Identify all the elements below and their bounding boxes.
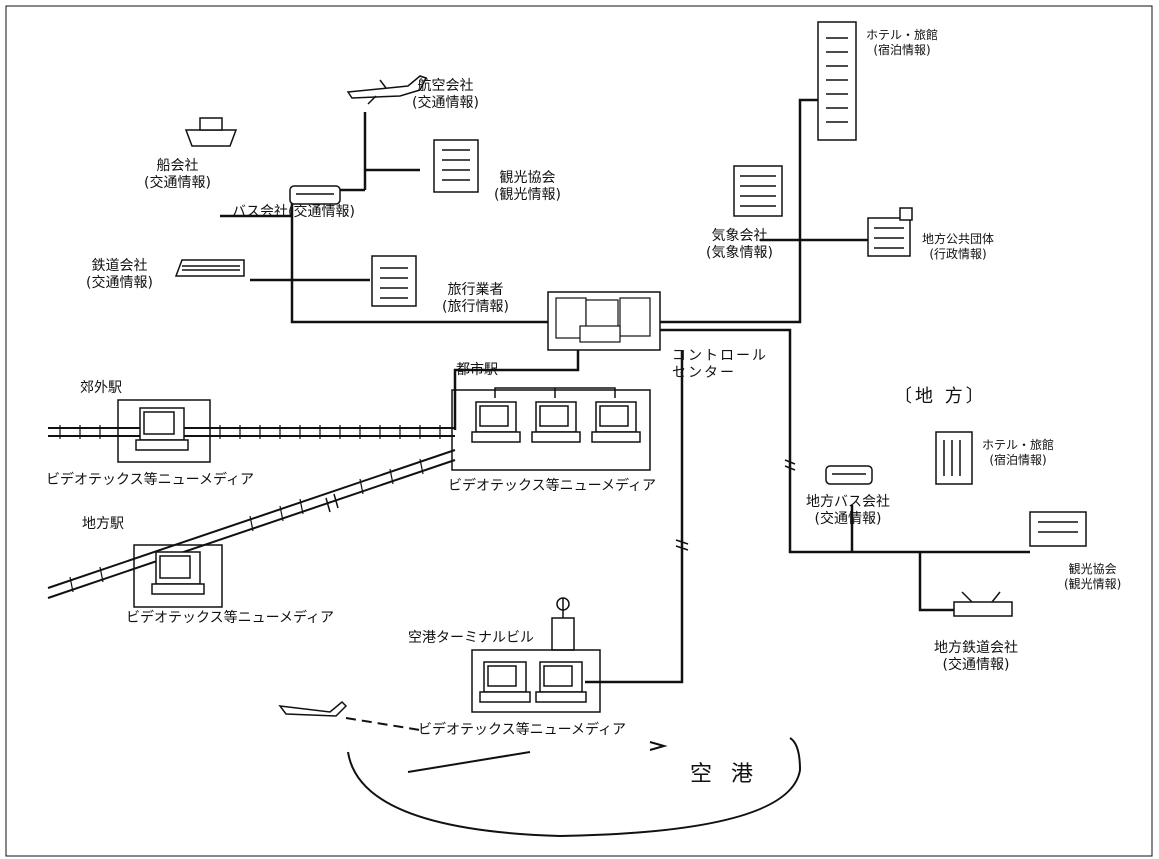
terminal-city-1 — [472, 402, 520, 442]
link-airport-terminal — [585, 350, 682, 682]
label-local-tourism: 観光協会(観光情報) — [1064, 562, 1121, 592]
terminal-city-2 — [532, 402, 580, 442]
rail-track-suburban — [48, 428, 455, 436]
label-city-station: 都市駅 — [456, 362, 498, 379]
label-regional-station-media: ビデオテックス等ニューメディア — [126, 610, 334, 627]
label-airport-terminal: 空港ターミナルビル — [408, 630, 534, 647]
hotel-region-building-icon — [936, 432, 972, 484]
departing-airplane-icon — [280, 702, 346, 716]
terminal-icons — [136, 402, 640, 702]
label-travel-agent: 旅行業者(旅行情報) — [442, 282, 509, 316]
control-tower-icon — [552, 598, 574, 650]
label-weather: 気象会社(気象情報) — [706, 228, 773, 262]
bus-icon — [290, 186, 340, 204]
weather-building-icon — [734, 166, 782, 216]
label-suburban-station-media: ビデオテックス等ニューメディア — [46, 472, 254, 489]
ship-icon — [186, 118, 236, 146]
server-cluster-icon — [556, 298, 650, 342]
rail-ties — [60, 425, 440, 592]
travel-agent-building-icon — [372, 256, 416, 306]
label-regional-station: 地方駅 — [82, 516, 124, 533]
terminal-regional — [152, 552, 204, 594]
label-control-center: コントロールセンター — [672, 348, 768, 382]
label-hotel-top: ホテル・旅館(宿泊情報) — [866, 28, 938, 58]
label-ship: 船会社(交通情報) — [144, 158, 211, 192]
label-tourism-assoc: 観光協会(観光情報) — [494, 170, 561, 204]
hotel-top-building-icon — [818, 22, 856, 140]
tourism-assoc-building-icon — [434, 140, 478, 192]
label-hotel-region: ホテル・旅館(宿泊情報) — [982, 438, 1054, 468]
label-suburban-station: 郊外駅 — [80, 380, 122, 397]
terminal-city-3 — [592, 402, 640, 442]
train-icon — [176, 260, 244, 276]
label-city-station-media: ビデオテックス等ニューメディア — [448, 478, 656, 495]
label-local-bus: 地方バス会社(交通情報) — [806, 494, 890, 528]
label-local-gov: 地方公共団体(行政情報) — [922, 232, 994, 262]
terminal-airport-2 — [536, 662, 586, 702]
local-bus-icon — [826, 466, 872, 484]
terminal-suburban — [136, 408, 188, 450]
local-gov-building-icon — [868, 208, 912, 256]
label-bus: バス会社(交通情報) — [232, 204, 355, 221]
terminal-airport-1 — [480, 662, 530, 702]
label-local-railway: 地方鉄道会社(交通情報) — [934, 640, 1018, 674]
label-railway: 鉄道会社(交通情報) — [86, 258, 153, 292]
local-tourism-building-icon — [1030, 512, 1086, 546]
label-airport: 空 港 — [690, 762, 759, 788]
local-train-icon — [954, 592, 1012, 616]
label-airline: 航空会社(交通情報) — [412, 78, 479, 112]
label-region: 〔地 方〕 — [894, 386, 987, 408]
link-local-railway — [920, 552, 955, 610]
label-airport-terminal-media: ビデオテックス等ニューメディア — [418, 722, 626, 739]
